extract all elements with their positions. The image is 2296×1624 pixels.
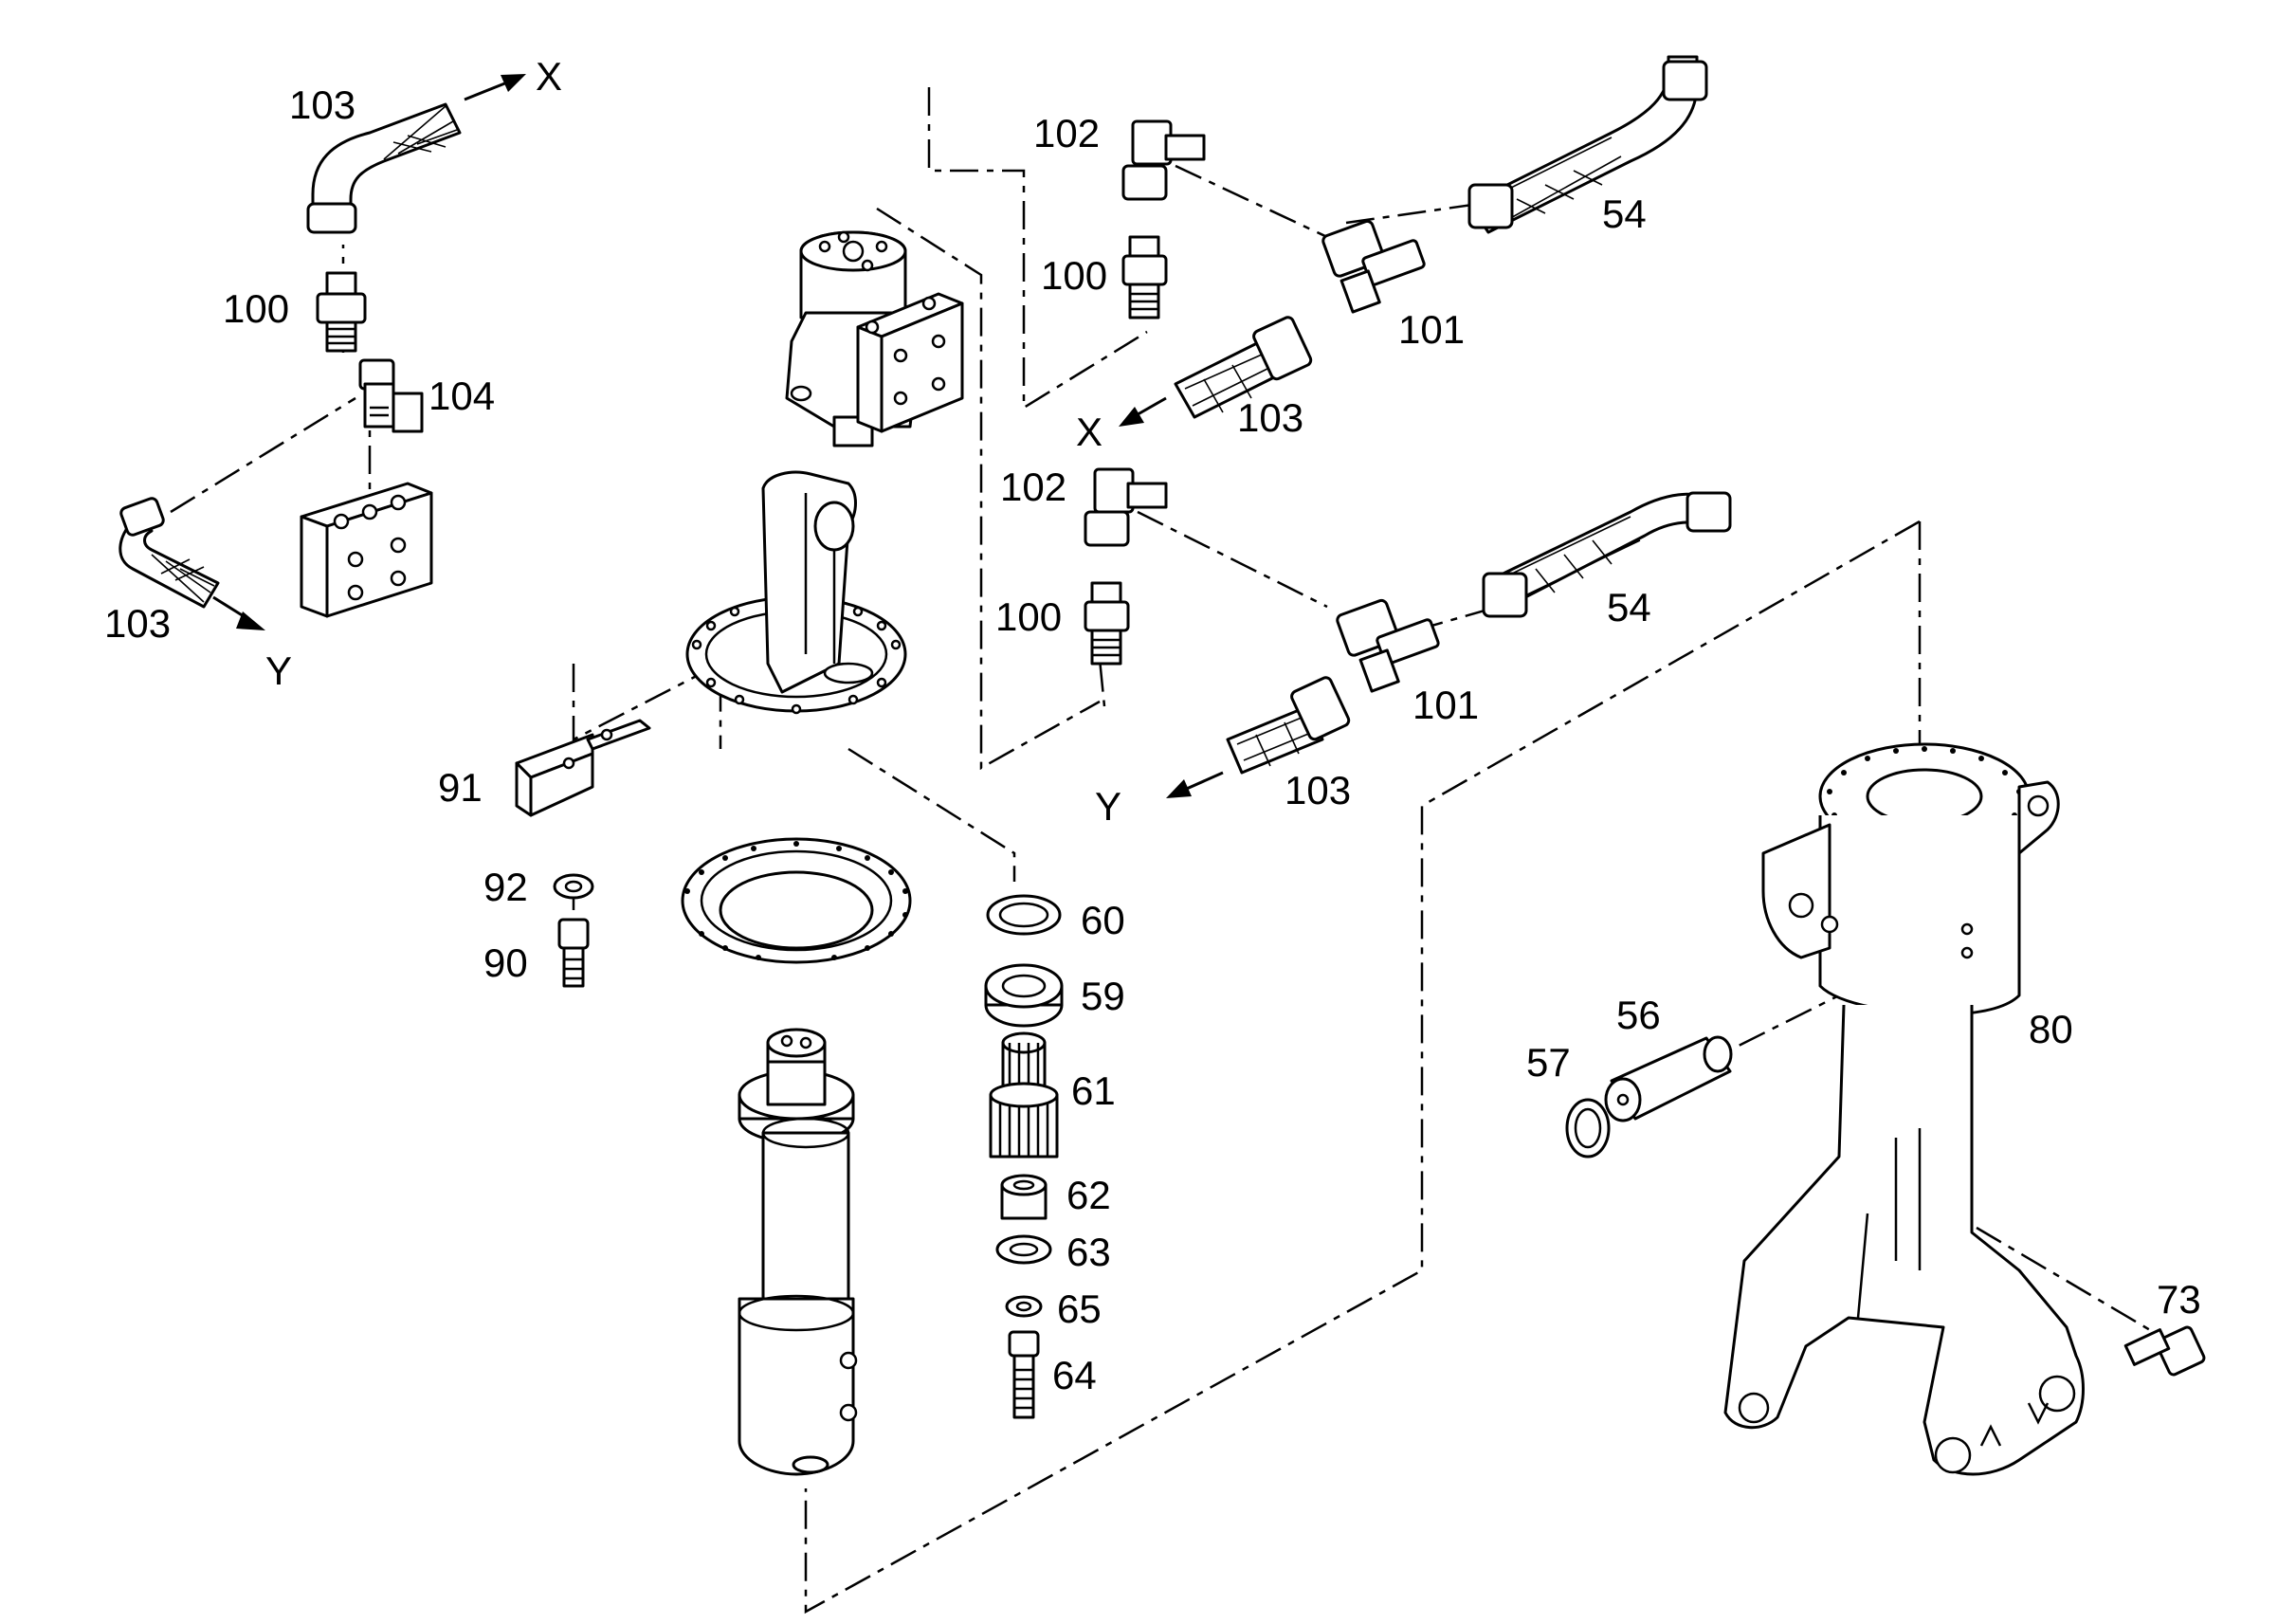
label-y-lower: Y [1095,784,1121,829]
washer-92 [553,873,594,900]
swing-column [738,1028,858,1476]
hose-54-lower [1482,491,1732,618]
label-57: 57 [1526,1040,1571,1085]
hose-54-upper [1467,55,1708,234]
label-102-lower: 102 [1000,465,1066,509]
nipple-100-upper [1121,235,1168,319]
label-100-top-left: 100 [223,286,289,331]
valve-block-left [300,482,433,618]
label-54-upper: 54 [1602,192,1647,236]
pinion-61 [989,1031,1059,1159]
label-101-lower: 101 [1412,683,1479,727]
snap-ring-60 [986,894,1062,936]
tee-101-upper [1321,219,1426,314]
washer-65 [1005,1295,1043,1318]
slewing-ring [681,837,912,964]
nipple-100-top-left [316,271,367,353]
fitting-104 [358,358,424,433]
label-90: 90 [483,940,528,985]
part-labels: 103 X 100 104 103 Y 102 100 54 101 X 103… [104,54,2201,1397]
label-101-upper: 101 [1398,307,1465,352]
label-62: 62 [1066,1173,1111,1217]
label-103-top-left: 103 [289,82,355,127]
label-92: 92 [483,865,528,909]
arrow-x-top-left [464,74,526,101]
label-103-lower: 103 [1285,768,1351,812]
hose-103-upper [1174,316,1313,419]
label-65: 65 [1057,1286,1102,1331]
label-56: 56 [1616,993,1661,1037]
bolt-64 [1008,1330,1040,1419]
label-100-lower: 100 [995,594,1062,639]
arrow-y-left [212,595,265,630]
valve-block-center [856,292,964,433]
washer-63 [995,1234,1052,1265]
hose-103-lower [1226,676,1351,775]
pin-56 [1604,1035,1733,1122]
elbow-102-upper [1121,119,1206,201]
label-59: 59 [1081,974,1125,1018]
arrow-y-lower [1166,771,1224,798]
label-103-upper: 103 [1237,395,1303,440]
label-104: 104 [428,374,495,418]
bolt-73 [2123,1325,2206,1377]
snap-ring-57 [1565,1098,1611,1159]
label-x-top-left: X [536,54,562,99]
hose-103-top-left [306,102,462,234]
collar-62 [1000,1174,1048,1220]
label-91: 91 [438,765,483,810]
tee-101-lower [1336,598,1440,693]
elbow-102-lower [1084,467,1168,547]
nipple-100-lower [1084,581,1130,666]
label-x-upper: X [1076,410,1102,454]
label-54-lower: 54 [1607,585,1651,630]
label-63: 63 [1066,1230,1111,1274]
hose-103-left [118,497,220,609]
label-y-left: Y [265,648,292,693]
label-100-upper: 100 [1041,253,1107,298]
label-61: 61 [1071,1068,1116,1113]
bolt-90 [557,918,590,988]
label-103-left: 103 [104,601,171,646]
seal-59 [984,963,1064,1028]
label-64: 64 [1052,1353,1097,1397]
slewing-housing [685,470,907,715]
label-73: 73 [2157,1277,2201,1322]
label-80: 80 [2029,1007,2073,1051]
bracket-91 [515,719,651,817]
arrow-x-upper [1119,396,1167,427]
label-102-upper: 102 [1033,111,1100,155]
label-60: 60 [1081,898,1125,942]
boom-post-80 [1723,742,2085,1476]
